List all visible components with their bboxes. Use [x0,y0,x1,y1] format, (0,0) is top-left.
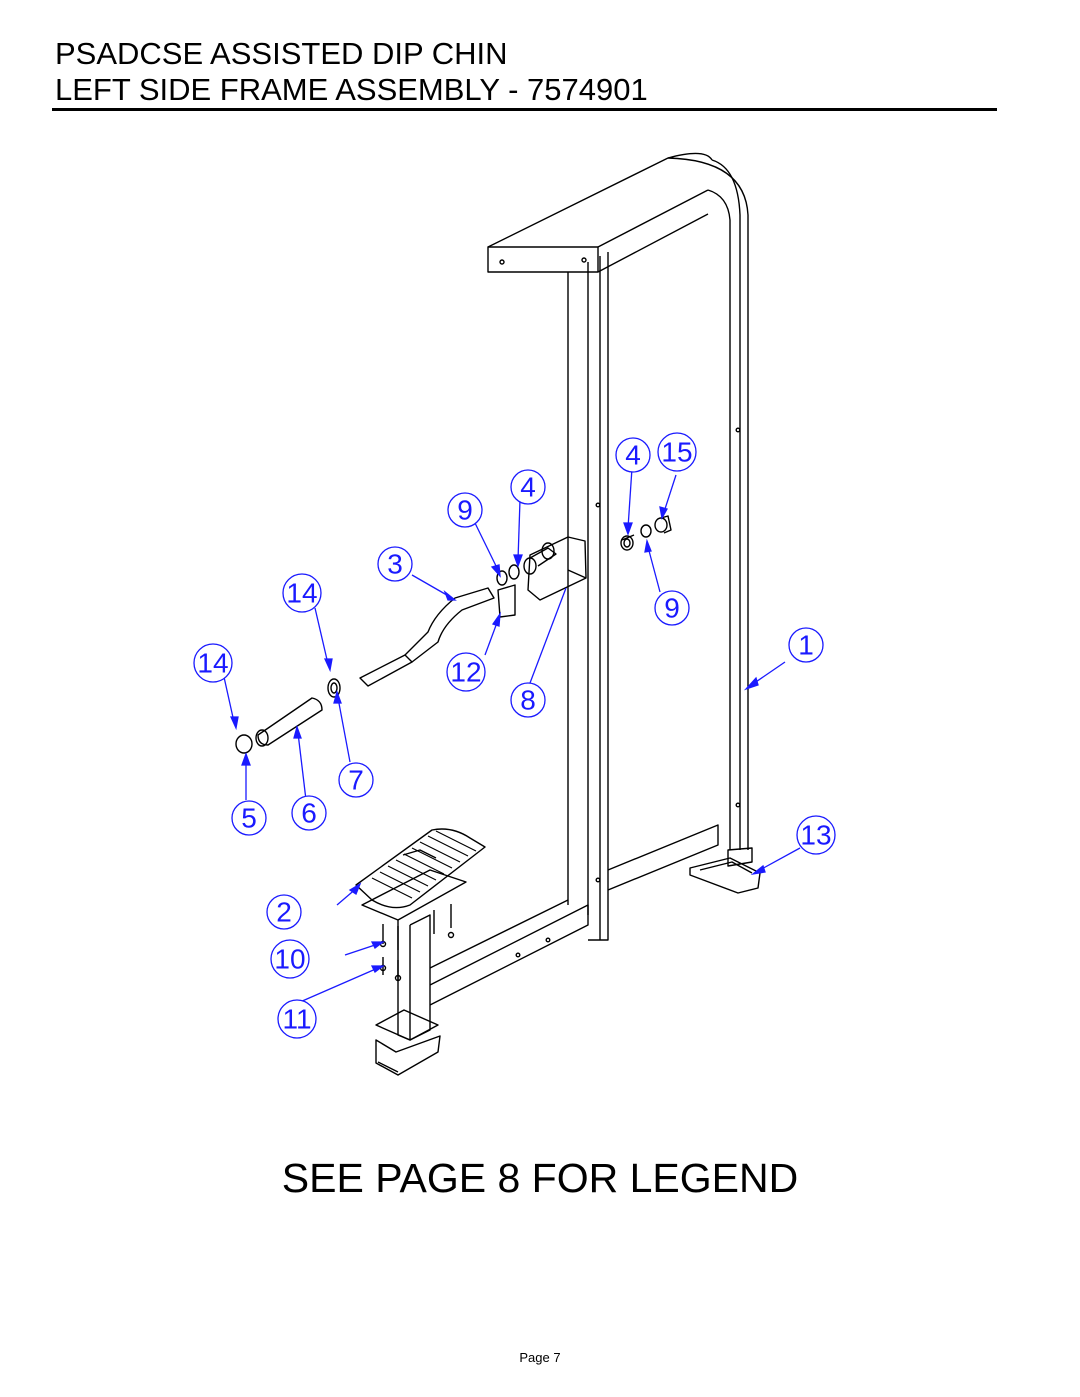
foot-pad [355,828,486,909]
lower-crossbar [607,824,719,891]
callout-labels: 1 2 3 4 4 5 6 7 8 9 9 10 11 12 13 14 14 … [197,437,831,1035]
callout-15: 15 [661,437,692,468]
handle-grip [257,697,323,746]
callout-9-b: 9 [664,593,680,624]
callout-4-b: 4 [625,440,641,471]
callout-4-a: 4 [520,472,536,503]
callout-6: 6 [301,798,317,829]
step-plate [361,869,467,921]
title-line-2: LEFT SIDE FRAME ASSEMBLY - 7574901 [55,72,648,107]
callout-13: 13 [800,820,831,851]
callout-11: 11 [282,1004,311,1035]
callout-circles [193,432,836,1039]
callout-7: 7 [348,765,364,796]
pivot-bracket [527,536,587,601]
callout-10: 10 [274,944,305,975]
callout-14-a: 14 [286,578,317,609]
frame-assembly-diagram: 1 2 3 4 4 5 6 7 8 9 9 10 11 12 13 14 14 … [193,152,836,1076]
callout-3: 3 [387,549,403,580]
header-rule [52,108,997,111]
callout-8: 8 [520,685,536,716]
legend-note: SEE PAGE 8 FOR LEGEND [281,1155,799,1201]
frame-drawing [235,152,761,1076]
base-crossbar [429,904,589,1006]
callout-9-a: 9 [457,495,473,526]
callout-12: 12 [450,657,481,688]
page-number: Page 7 [519,1350,561,1365]
leader-lines [221,467,801,1003]
right-foot [689,857,761,894]
pivot-plate [497,584,516,618]
handle-sleeve [359,654,413,687]
right-upright [667,157,749,850]
callout-14-b: 14 [197,648,228,679]
step-foot [375,1035,441,1076]
callout-5: 5 [241,803,257,834]
callout-1: 1 [798,630,814,661]
title-line-1: PSADCSE ASSISTED DIP CHIN [55,36,508,71]
dip-handle [404,587,495,663]
callout-2: 2 [276,897,292,928]
